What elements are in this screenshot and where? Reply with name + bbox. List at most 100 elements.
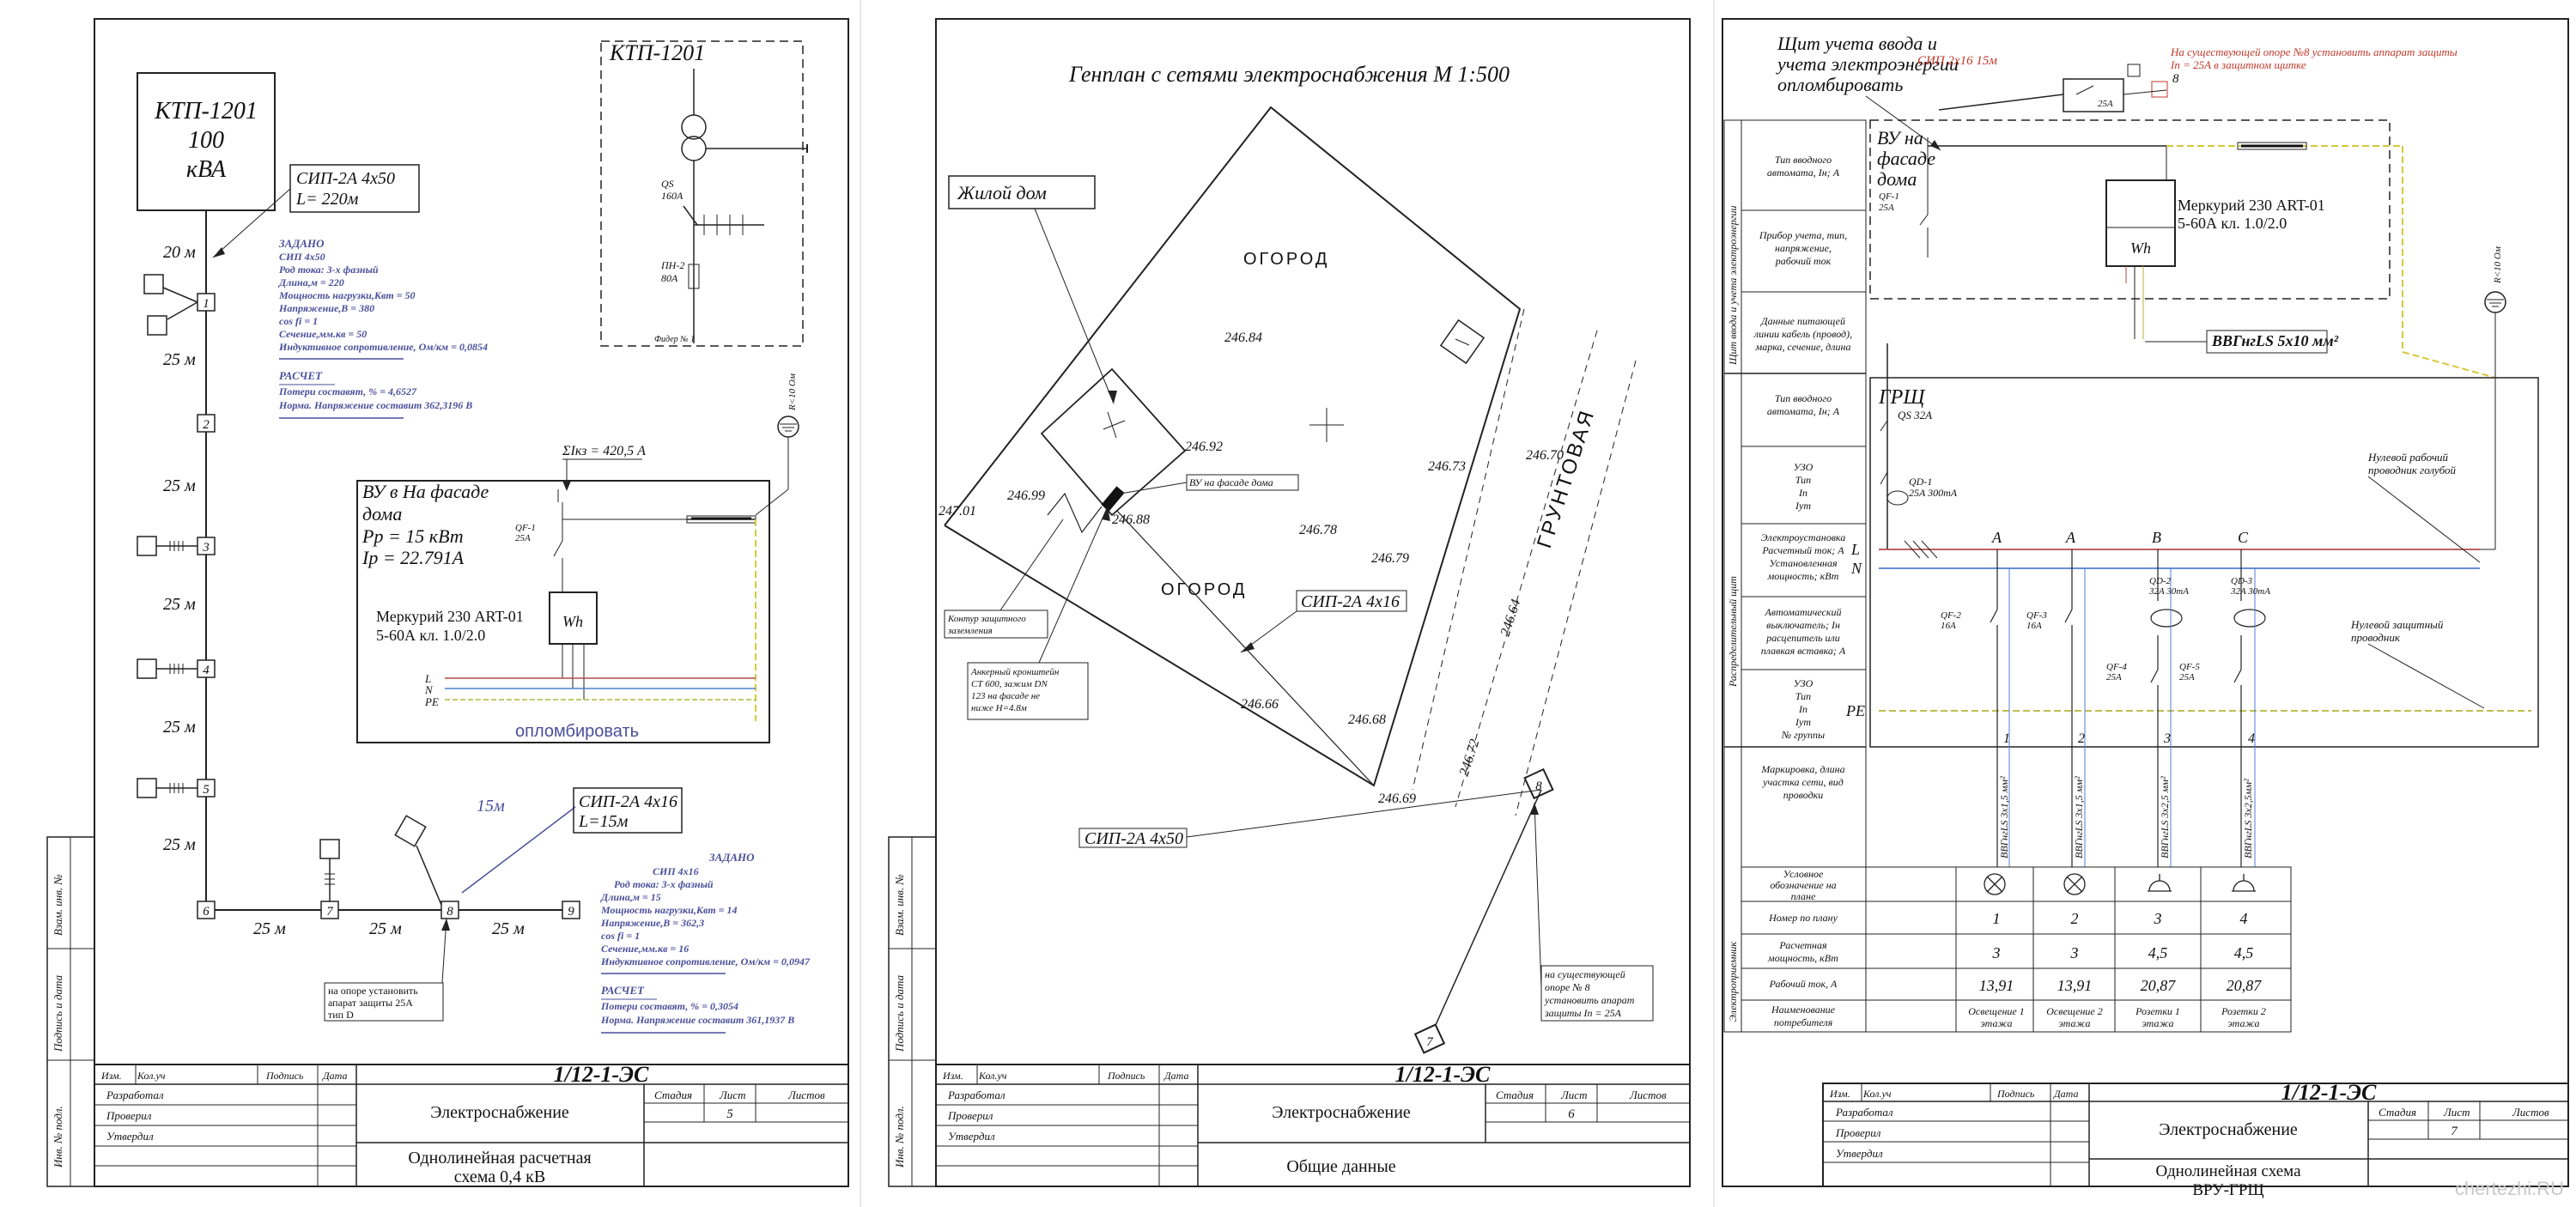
svg-text:6: 6	[203, 905, 210, 919]
svg-text:мощность, кВт: мощность, кВт	[1767, 952, 1838, 964]
stamp-code-5: 1/12-1-ЭС	[554, 1062, 649, 1087]
svg-text:Маркировка, длина: Маркировка, длина	[1760, 763, 1844, 775]
note-6-line3: установить апарат	[1544, 994, 1635, 1006]
pole-6: 6	[197, 901, 216, 919]
genplan-title: Генплан с сетями электроснабжения М 1:50…	[1068, 62, 1510, 87]
svg-text:Мощность нагрузки,Квт = 14: Мощность нагрузки,Квт = 14	[600, 904, 738, 916]
house-label: Жилой дом	[957, 182, 1047, 203]
svg-text:246.92: 246.92	[1185, 440, 1223, 454]
svg-text:обозначение на: обозначение на	[1770, 879, 1836, 891]
svg-text:246.68: 246.68	[1348, 713, 1386, 727]
svg-text:автомата, Iн; А: автомата, Iн; А	[1767, 167, 1840, 179]
note-6-line4: защиты In = 25A	[1544, 1007, 1622, 1019]
svg-text:cos fi = 1: cos fi = 1	[279, 315, 318, 327]
svg-text:Сечение,мм.кв = 50: Сечение,мм.кв = 50	[279, 328, 367, 340]
cable1-len: L= 220м	[295, 190, 359, 209]
qf2-1: QF-2	[1941, 610, 1961, 621]
span-20m: 20 м	[163, 243, 196, 262]
qd2-1: QD-2	[2149, 576, 2172, 586]
svg-text:УЗО: УЗО	[1794, 677, 1814, 689]
phase-a2: A	[2065, 529, 2076, 546]
vu-n: N	[424, 683, 434, 696]
ktp-box-line1: КТП-1201	[154, 98, 258, 124]
qf5-2: 25A	[2179, 672, 2195, 682]
sheet-6-drawing: Взам. инв. № Подпись и дата Инв. № подл.…	[888, 18, 1691, 1187]
stamp-sheet-5: 5	[726, 1107, 733, 1121]
svg-text:проводки: проводки	[1783, 789, 1824, 801]
svg-text:Напряжение,В = 362,3: Напряжение,В = 362,3	[600, 917, 704, 929]
group-no-1: 1	[2003, 731, 2010, 746]
vu-wh: Wh	[562, 613, 583, 630]
svg-text:выключатель; Iн: выключатель; Iн	[1766, 619, 1840, 631]
ground7-r: R<10 Ом	[2493, 246, 2503, 284]
bus-n: N	[1850, 560, 1862, 577]
vu-qf1: QF-1	[515, 523, 536, 533]
vu-meter-2: 5-60А кл. 1.0/2.0	[376, 627, 485, 644]
qf3-1: QF-3	[2026, 610, 2047, 621]
cable1-name: СИП-2А 4х50	[296, 169, 395, 188]
vert-label-3: Электроприемник	[1727, 942, 1739, 1022]
svg-text:2: 2	[203, 418, 210, 432]
svg-text:Длина,м = 15: Длина,м = 15	[600, 891, 661, 903]
qd3-2: 32A 30mA	[2230, 586, 2270, 597]
svg-text:3: 3	[202, 541, 210, 555]
header-line2: учета электроэнергии	[1776, 53, 1959, 75]
svg-text:7: 7	[326, 905, 334, 919]
vu-pe: PE	[424, 695, 439, 708]
svg-text:Автоматический: Автоматический	[1765, 606, 1842, 618]
stamp-utverd: Утвердил	[948, 1130, 995, 1143]
svg-text:Род тока: 3-х фазный: Род тока: 3-х фазный	[279, 264, 379, 276]
sip-label: СИП 2х16 15м	[1917, 54, 1997, 68]
ogorod-label-2: ОГОРОД	[1161, 580, 1247, 599]
phase-c: C	[2238, 529, 2249, 546]
svg-text:ЗАДАНО: ЗАДАНО	[708, 851, 755, 864]
qf2-2: 16A	[1941, 621, 1956, 631]
svg-text:Условное: Условное	[1783, 868, 1824, 880]
stamp-stadia: Стадия	[2379, 1106, 2416, 1119]
svg-text:8: 8	[447, 905, 453, 919]
qd1-1: QD-1	[1909, 476, 1932, 488]
svg-text:Расчетная: Расчетная	[1778, 939, 1827, 951]
stamp-koluch: Кол.уч	[978, 1070, 1007, 1082]
stamp-data: Дата	[2053, 1088, 2078, 1100]
stamp-list: Лист	[719, 1089, 745, 1101]
stamp-izm: Изм.	[942, 1070, 963, 1082]
svg-text:потребителя: потребителя	[1774, 1016, 1833, 1028]
stamp-sub1-5: Однолинейная расчетная	[408, 1149, 591, 1168]
svg-text:напряжение,: напряжение,	[1775, 242, 1832, 254]
stamp-izm: Изм.	[100, 1070, 122, 1082]
svg-text:Мощность нагрузки,Квт = 50: Мощность нагрузки,Квт = 50	[278, 289, 416, 301]
vu7-qf1: QF-1	[1879, 191, 1899, 202]
hatch-marks	[169, 541, 335, 885]
svg-text:этажа: этажа	[1981, 1017, 2013, 1029]
stamp-prover: Проверил	[106, 1109, 152, 1122]
pole-4: 4	[197, 659, 216, 678]
ktp-pn-a: 80A	[661, 272, 678, 284]
vu-label: ВУ на фасаде дома	[1189, 476, 1273, 488]
svg-text:расцепитель или: расцепитель или	[1765, 632, 1840, 644]
svg-text:5: 5	[203, 783, 210, 797]
group-drops	[1990, 549, 2266, 867]
stamp-utverd: Утвердил	[1836, 1147, 1883, 1160]
side-label-podata: Подпись и дата	[52, 974, 64, 1052]
consumer-table	[1741, 866, 2292, 1033]
svg-text:Iут: Iут	[1795, 500, 1811, 512]
header-line3: опломбировать	[1777, 74, 1903, 95]
svg-text:In: In	[1798, 487, 1807, 499]
title-block-6	[935, 1064, 1691, 1187]
svg-text:Освещение 1: Освещение 1	[1968, 1005, 2025, 1017]
anker-3: 123 на фасаде не	[971, 691, 1040, 701]
stamp-data: Дата	[322, 1070, 347, 1082]
side-label-vzam: Взам. инв. №	[893, 874, 906, 936]
side-label-inv: Инв. № подл.	[52, 1106, 64, 1168]
vu-label-1: ВУ в На фасаде	[362, 481, 489, 502]
side-label-inv: Инв. № подл.	[893, 1106, 906, 1168]
stamp-listov: Листов	[2512, 1106, 2549, 1119]
ktp-qs-a: 160A	[661, 190, 683, 202]
svg-text:Данные питающей: Данные питающей	[1760, 315, 1845, 327]
sheet-7-drawing: Щит учета ввода и учета электроэнергии о…	[1722, 18, 2569, 1199]
ogorod-label-1: ОГОРОД	[1243, 250, 1329, 269]
